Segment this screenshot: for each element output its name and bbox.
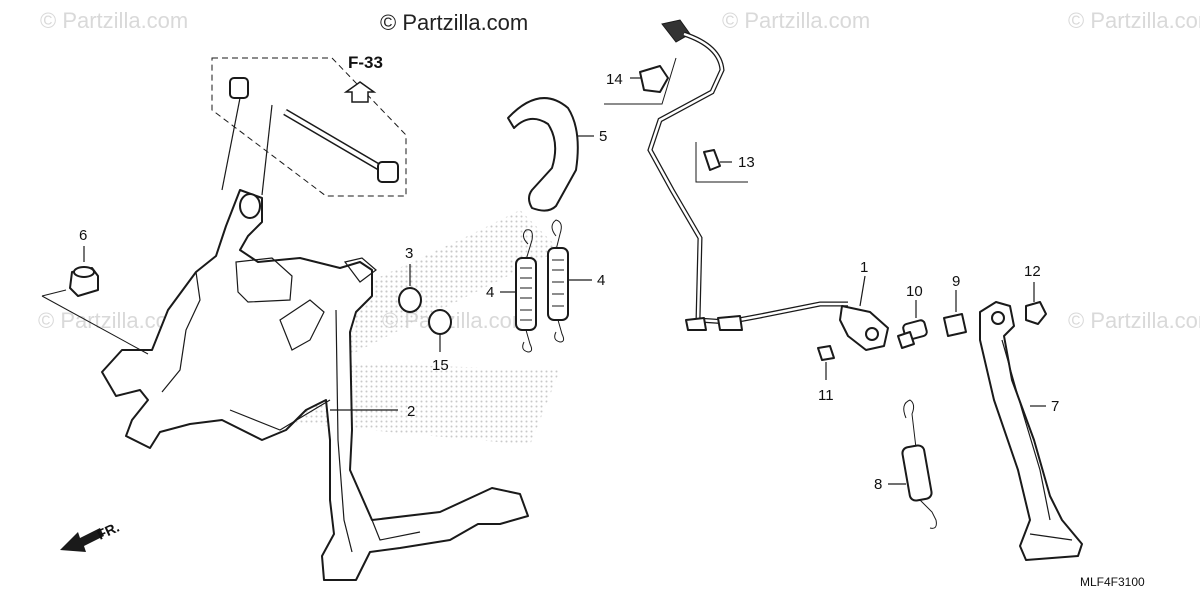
front-direction-label: FR. [95,519,122,543]
callout-10: 10 [906,283,923,300]
bolt-part-11 [817,345,835,361]
hook-plate-part-5 [507,97,579,212]
watermark-top-far-right: © Partzilla.com [1068,8,1200,33]
side-stand-part-7 [979,301,1083,561]
callout-15: 15 [432,357,449,374]
diagram-code: MLF4F3100 [1080,575,1145,589]
callout-7: 7 [1051,398,1059,415]
leader-1 [859,275,866,307]
callout-8: 8 [874,476,882,493]
nut-part-12 [1025,301,1047,325]
callout-13: 13 [738,154,755,171]
spring-part-8 [901,399,937,529]
callout-11: 11 [818,387,834,404]
side-stand-switch-part-1 [647,19,889,351]
clamp-part-13 [695,142,748,183]
ring-part-3 [398,287,422,313]
watermark-top-left: © Partzilla.com [40,8,188,33]
collar-part-9 [943,313,967,337]
up-arrow-icon [343,81,377,103]
spring-part-4-right [547,219,569,343]
clip-part-14 [604,57,677,105]
watermark-top-right: © Partzilla.com [722,8,870,33]
spring-part-4-left [515,229,537,353]
callout-14: 14 [606,71,623,88]
bolt-part-10 [897,319,928,349]
bolt-icon [283,108,399,183]
callout-2: 2 [407,403,415,420]
callout-4a: 4 [486,284,494,301]
watermark-main: © Partzilla.com [380,10,528,35]
collar-part-6 [41,246,149,355]
callout-1: 1 [860,259,868,276]
watermark-mid-right: © Partzilla.com [1068,308,1200,333]
callout-9: 9 [952,273,960,290]
front-direction-arrow-icon [60,528,104,552]
callout-12: 12 [1024,263,1041,280]
nut-icon [229,77,249,99]
reference-group: F-33 [211,53,407,197]
ring-part-15 [428,309,452,335]
reference-label: F-33 [348,53,383,72]
callout-4b: 4 [597,272,605,289]
callout-3: 3 [405,245,413,262]
main-stand [101,189,529,581]
callout-6: 6 [79,227,87,244]
callout-5: 5 [599,128,607,145]
